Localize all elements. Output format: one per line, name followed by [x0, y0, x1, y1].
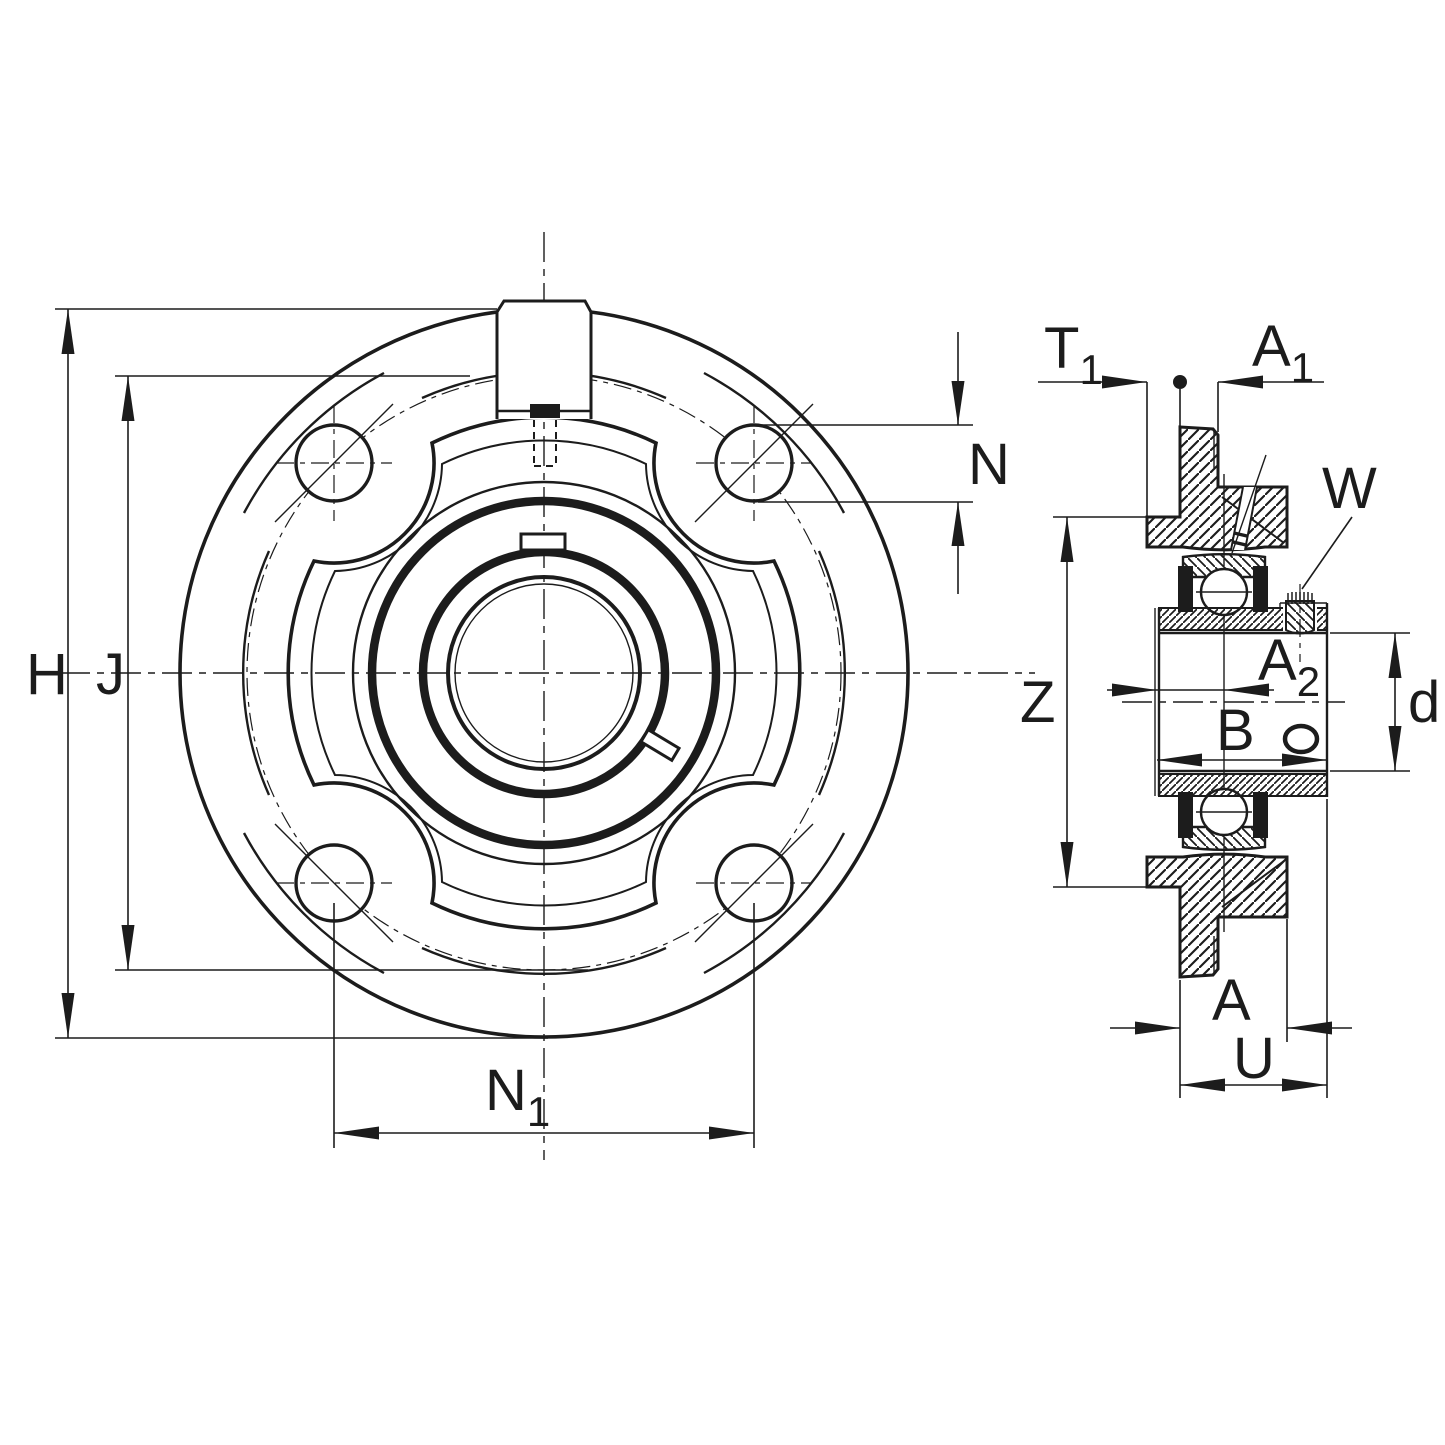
- dimension-W: W: [1301, 456, 1377, 590]
- bolt-hole-diagonals: [274, 403, 814, 943]
- dim-label-N1: N1: [485, 1058, 550, 1135]
- dimension-N1: N1: [333, 903, 755, 1148]
- dim-label-d: d: [1408, 670, 1440, 735]
- dimension-B: B: [1157, 698, 1327, 767]
- dimension-U: U: [1180, 799, 1328, 1098]
- dim-label-A: A: [1212, 968, 1251, 1033]
- outer-ring-lower: [1181, 825, 1267, 852]
- dim-label-W: W: [1322, 456, 1377, 521]
- dim-label-B: B: [1216, 698, 1255, 763]
- flange-scallop-edge: [286, 415, 802, 931]
- dimension-A2: A2: [1107, 628, 1320, 705]
- dimension-A: A: [1110, 919, 1352, 1098]
- dimension-d: d: [1330, 632, 1440, 772]
- section-view: T1 A1 W Z A2 B: [1020, 314, 1440, 1098]
- dimension-J: J: [96, 375, 588, 971]
- shaft-bore-inner-circle: [454, 583, 634, 763]
- dim-label-A2: A2: [1258, 628, 1320, 705]
- grease-passage: [1230, 454, 1267, 554]
- housing-upper-section: [1145, 425, 1289, 552]
- cartridge-barrel-arcs: [241, 370, 847, 976]
- dimension-H: H: [26, 308, 548, 1039]
- outer-ring-upper: [1181, 552, 1267, 579]
- dimension-Z: Z: [1020, 516, 1150, 888]
- set-screw: [1283, 584, 1317, 662]
- sleeve-hole-detail: [1282, 723, 1320, 755]
- dim-label-H: H: [26, 642, 68, 707]
- dim-label-J: J: [96, 642, 125, 707]
- dim-label-A1: A1: [1252, 314, 1314, 391]
- grease-boss: [495, 299, 593, 467]
- insert-outer-ring-circle: [367, 496, 721, 850]
- keyway-tab: [519, 532, 567, 552]
- dimension-N: N: [756, 332, 1010, 594]
- grease-nipple-seat: [530, 404, 560, 418]
- shaft-bore-circle: [446, 575, 642, 771]
- dim-label-T1: T1: [1044, 316, 1103, 393]
- housing-lower-section: [1145, 852, 1289, 979]
- locking-collar-circle: [418, 547, 670, 799]
- housing-bore-edge-circle: [351, 480, 737, 866]
- datum-dot: [1173, 375, 1187, 389]
- flange-scallop-chamfer: [310, 439, 778, 907]
- collar-notch: [638, 727, 682, 763]
- housing-joint-line-lower: [1221, 860, 1285, 908]
- dimension-T1-A1: T1 A1: [1038, 314, 1324, 517]
- bearing-seals: [1178, 566, 1268, 838]
- bolt-hole-crosshairs: [276, 405, 812, 884]
- dim-label-N: N: [968, 432, 1010, 497]
- dim-label-U: U: [1233, 1026, 1275, 1091]
- dim-label-Z: Z: [1020, 670, 1055, 735]
- housing-joint-line-upper: [1221, 496, 1285, 544]
- front-view: H J N N1: [26, 232, 1035, 1160]
